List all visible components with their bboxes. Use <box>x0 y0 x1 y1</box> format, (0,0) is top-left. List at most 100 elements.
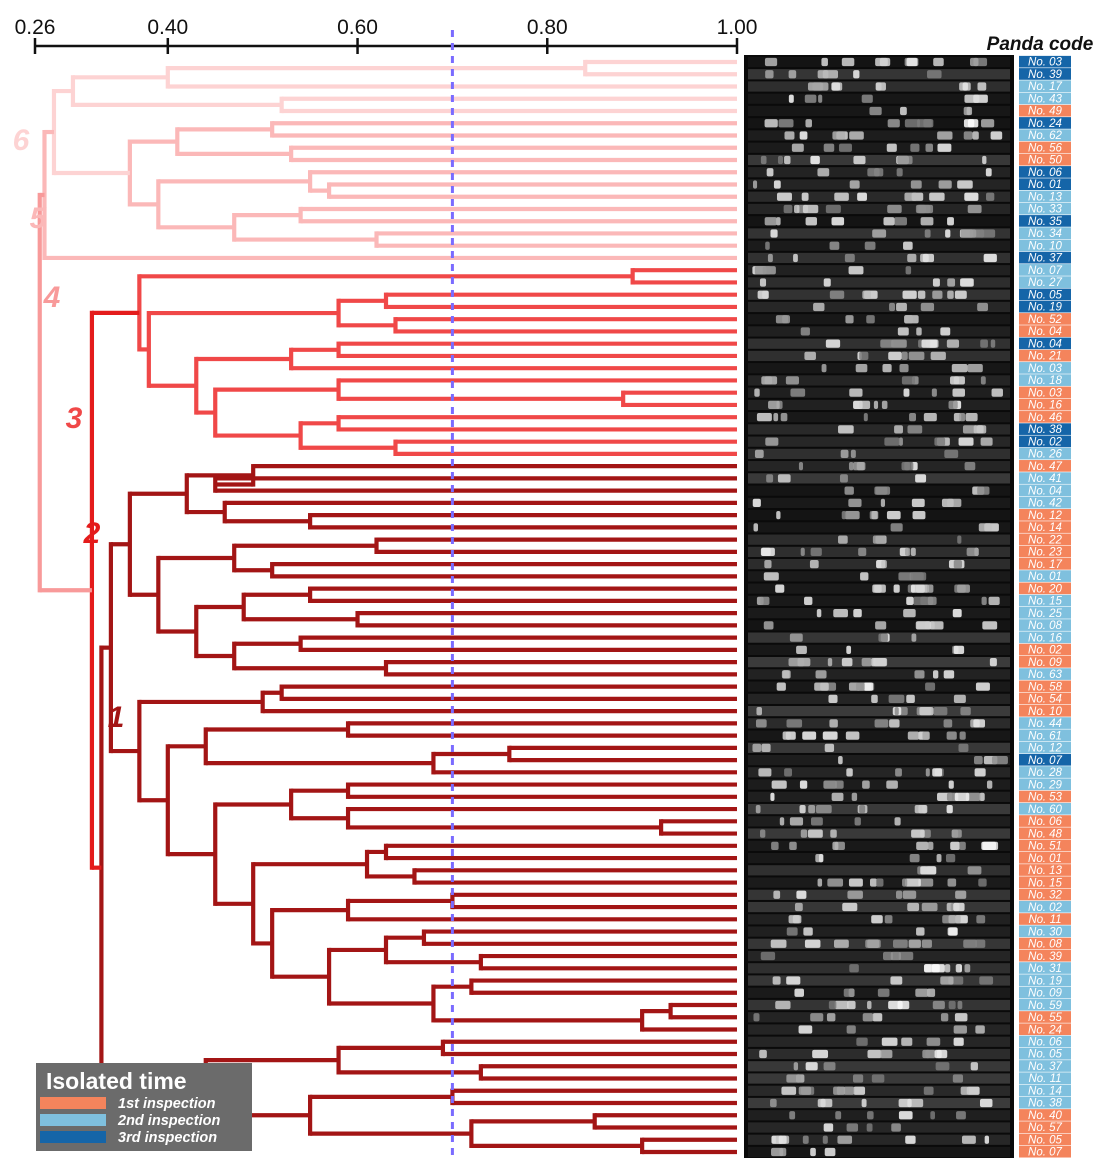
gel-band <box>886 143 897 152</box>
gel-band <box>925 1049 931 1059</box>
gel-band <box>878 633 888 642</box>
gel-lane <box>748 705 1010 717</box>
panda-code-cell <box>1019 594 1071 607</box>
gel-band <box>990 339 996 348</box>
gel-band <box>761 743 771 752</box>
gel-band <box>776 217 781 226</box>
gel-background <box>744 55 1014 1158</box>
gel-lane <box>748 1085 1010 1096</box>
gel-band <box>804 939 821 948</box>
gel-band <box>914 804 928 814</box>
gel-band <box>930 1111 935 1120</box>
gel-band <box>947 217 954 226</box>
gel-band <box>766 474 774 483</box>
gel-band <box>805 217 817 226</box>
panda-code-label: No. 20 <box>1028 583 1062 595</box>
gel-band <box>786 976 801 985</box>
gel-band <box>838 535 848 544</box>
gel-band <box>813 302 825 312</box>
panda-code-cell <box>1019 202 1071 215</box>
gel-band <box>852 1074 864 1083</box>
gel-band <box>846 1123 859 1132</box>
gel-band <box>752 498 761 508</box>
gel-band <box>948 915 961 924</box>
gel-band <box>833 1086 841 1095</box>
gel-band <box>906 57 918 67</box>
legend-title: Isolated time <box>46 1068 187 1094</box>
gel-band <box>983 253 997 263</box>
gel-lane <box>748 436 1010 447</box>
gel-lane <box>748 424 1010 435</box>
cluster-label: 4 <box>43 281 61 314</box>
gel-band <box>973 425 987 434</box>
gel-band <box>872 535 886 544</box>
gel-band <box>901 376 915 385</box>
panda-code-label: No. 02 <box>1028 436 1062 448</box>
gel-lane <box>748 118 1010 129</box>
gel-lane <box>748 1122 1010 1133</box>
gel-band <box>777 474 791 483</box>
panda-code-label: No. 12 <box>1028 510 1062 522</box>
panda-code-label: No. 03 <box>1028 57 1062 69</box>
gel-band <box>960 706 971 716</box>
panda-code-cell <box>1019 851 1071 864</box>
gel-band <box>768 400 780 410</box>
gel-band <box>906 694 915 703</box>
panda-code-cell <box>1019 313 1071 325</box>
gel-band <box>920 217 934 226</box>
gel-lane <box>748 338 1010 349</box>
gel-band <box>804 94 817 103</box>
gel-band <box>808 804 816 814</box>
gel-band <box>826 1013 836 1022</box>
gel-band <box>828 694 838 703</box>
gel-band <box>933 706 948 716</box>
panda-code-label: No. 07 <box>1028 265 1062 277</box>
gel-band <box>821 364 827 373</box>
gel-band <box>788 915 802 924</box>
gel-band <box>975 939 986 948</box>
panda-code-cell <box>1019 1023 1071 1036</box>
gel-band <box>981 119 995 128</box>
gel-band <box>854 817 861 826</box>
panda-code-cell <box>1019 362 1071 374</box>
gel-band <box>884 915 893 924</box>
panda-code-label: No. 41 <box>1028 473 1062 485</box>
gel-band <box>954 829 962 838</box>
panda-code-label: No. 31 <box>1028 963 1062 975</box>
gel-band <box>891 339 907 348</box>
gel-band <box>953 902 965 912</box>
gel-lane <box>748 608 1010 619</box>
gel-band <box>760 596 770 605</box>
gel-band <box>840 449 849 459</box>
gel-lane <box>748 975 1010 986</box>
gel-band <box>898 437 903 446</box>
gel-band <box>944 449 959 459</box>
gel-band <box>760 951 776 961</box>
panda-code-cell <box>1019 815 1071 827</box>
panda-code-cell <box>1019 325 1071 337</box>
gel-band <box>843 988 855 997</box>
panda-code-cell <box>1019 1084 1071 1097</box>
panda-code-label: No. 13 <box>1028 191 1062 203</box>
gel-band <box>775 315 790 324</box>
gel-band <box>953 560 962 569</box>
gel-band <box>771 841 779 850</box>
gel-band <box>881 1037 898 1046</box>
gel-lane <box>748 1110 1010 1121</box>
gel-band <box>874 584 886 593</box>
gel-band <box>805 1062 818 1071</box>
gel-band <box>909 413 917 422</box>
gel-band <box>847 1000 856 1010</box>
gel-band <box>789 1111 796 1120</box>
gel-band <box>822 731 838 740</box>
panda-code-cell <box>1019 141 1071 154</box>
gel-lane <box>748 742 1010 753</box>
gel-band <box>910 180 922 189</box>
gel-band <box>980 376 986 385</box>
gel-lane <box>748 730 1010 741</box>
cluster-label: 6 <box>13 124 30 157</box>
gel-lane <box>748 522 1010 533</box>
panda-code-label: No. 58 <box>1028 681 1062 693</box>
panda-code-label: No. 13 <box>1028 865 1062 877</box>
panda-code-label: No. 55 <box>1028 1012 1062 1024</box>
